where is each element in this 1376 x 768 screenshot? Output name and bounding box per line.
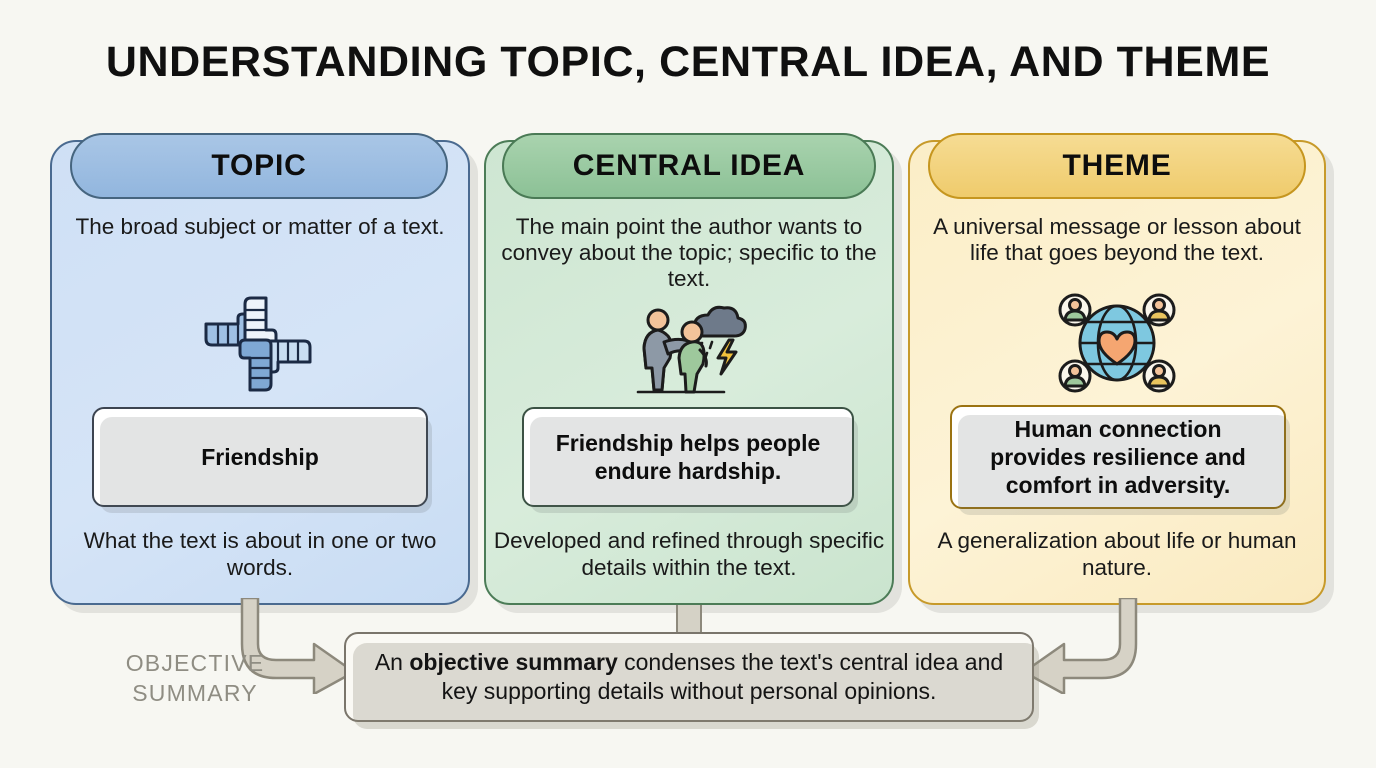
card-header-theme: THEME [928,133,1306,199]
card-description-bottom-topic: What the text is about in one or two wor… [83,528,437,580]
example-text-theme: Human connection provides resilience and… [990,416,1246,498]
example-box-central-idea: Friendship helps people endure hardship. [522,407,858,513]
globe-heart-people-icon [1055,292,1179,394]
card-header-topic: TOPIC [70,133,448,199]
card-header-label-topic: TOPIC [211,149,307,182]
card-description-top-central-idea: The main point the author wants to conve… [501,214,877,291]
summary-text-part1: An [374,649,410,675]
objective-summary-label: OBJECTIVE SUMMARY [70,648,320,708]
card-description-top-theme: A universal message or lesson about life… [933,214,1301,265]
example-box-theme: Human connection provides resilience and… [950,405,1290,515]
objective-summary-label-text: OBJECTIVE SUMMARY [125,650,265,706]
example-text-topic: Friendship [201,444,319,470]
summary-text-part2: condenses the text's central idea and ke… [441,649,1004,704]
elbow-arrow-right-icon [236,596,368,699]
objective-summary-text: An objective summary condenses the text'… [346,648,1032,706]
card-header-label-central-idea: CENTRAL IDEA [572,149,806,182]
four-hands-teamwork-icon [196,292,320,396]
example-text-central-idea: Friendship helps people endure hardship. [555,430,821,484]
example-box-topic: Friendship [92,407,432,513]
card-header-label-theme: THEME [1062,149,1172,182]
summary-text-bold: objective summary [409,649,618,675]
card-description-bottom-theme: A generalization about life or human nat… [937,528,1297,580]
page-title: UNDERSTANDING TOPIC, CENTRAL IDEA, AND T… [105,38,1271,86]
card-description-top-topic: The broad subject or matter of a text. [75,214,445,239]
elbow-arrow-left-icon [1016,596,1148,699]
objective-summary-box: An objective summary condenses the text'… [344,632,1039,729]
two-people-storm-cloud-icon [628,296,750,396]
card-description-bottom-central-idea: Developed and refined through specific d… [493,528,885,580]
card-header-central-idea: CENTRAL IDEA [502,133,876,199]
